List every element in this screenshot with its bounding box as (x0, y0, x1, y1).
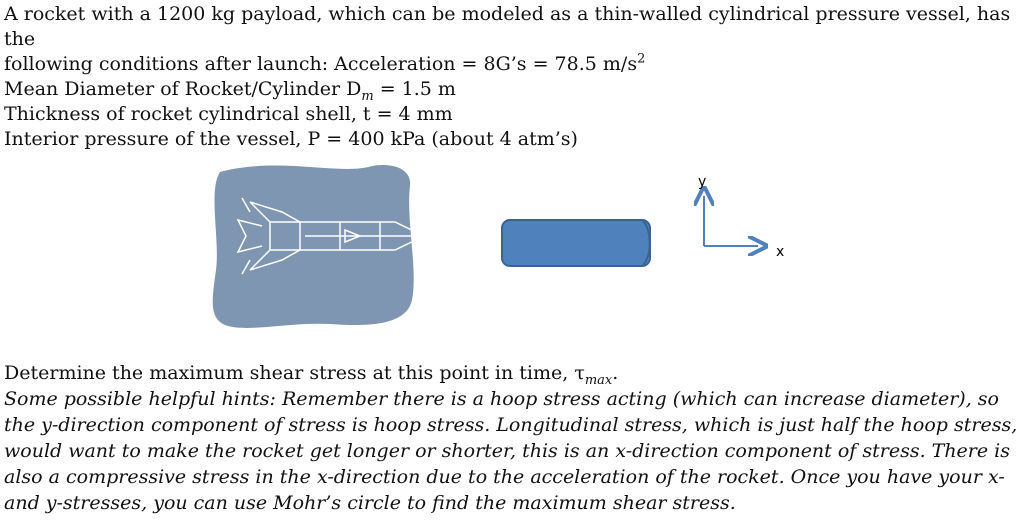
background-blob (212, 164, 414, 328)
mean-diameter-label: Mean Diameter of Rocket/Cylinder D (4, 78, 362, 100)
question-prompt-end: . (612, 362, 619, 384)
acceleration-text: following conditions after launch: Accel… (4, 53, 638, 75)
figure-svg: y x (212, 164, 784, 328)
intro-line-1: A rocket with a 1200 kg payload, which c… (4, 3, 1011, 50)
xy-axes-icon (704, 196, 758, 246)
tau-subscript: max (584, 372, 613, 388)
acceleration-exponent: 2 (637, 51, 646, 67)
figure: y x (0, 150, 1024, 340)
question-section: Determine the maximum shear stress at th… (4, 360, 1020, 516)
mean-diameter-value: = 1.5 m (373, 78, 456, 100)
question-prompt: Determine the maximum shear stress at th… (4, 360, 1020, 388)
rocket-sketch-icon (212, 164, 446, 328)
question-prompt-text: Determine the maximum shear stress at th… (4, 362, 585, 384)
problem-statement: A rocket with a 1200 kg payload, which c… (4, 2, 1020, 152)
mean-diameter-subscript: m (361, 88, 374, 104)
hints-paragraph: Some possible helpful hints: Remember th… (4, 388, 1018, 514)
axis-x-label: x (776, 244, 784, 260)
cylinder-icon (501, 219, 651, 267)
axis-y-label: y (698, 174, 706, 190)
thickness-line: Thickness of rocket cylindrical shell, t… (4, 103, 453, 125)
rocket-outline (236, 197, 446, 275)
mean-diameter-line: Mean Diameter of Rocket/Cylinder Dm = 1.… (4, 77, 1020, 104)
pressure-line: Interior pressure of the vessel, P = 400… (4, 128, 578, 150)
intro-line-2: following conditions after launch: Accel… (4, 52, 1020, 77)
